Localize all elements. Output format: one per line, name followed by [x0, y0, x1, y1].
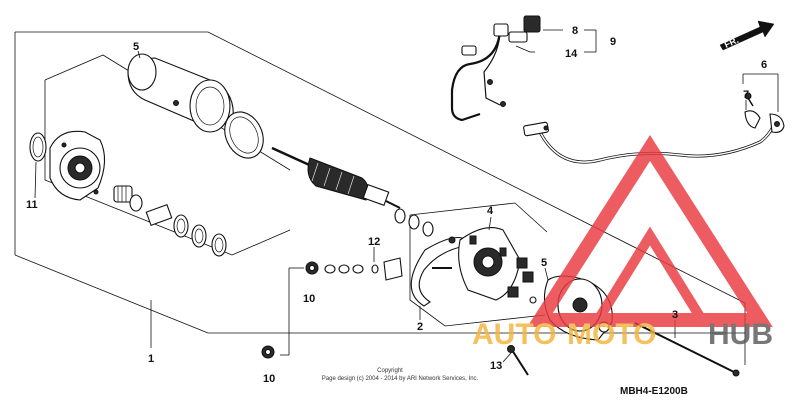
callout-10-lower: 10	[263, 373, 275, 385]
watermark-auto: AUTO	[472, 318, 556, 351]
callout-labels: 1 2 3 4 5 5 6 7 8 9 10 10 11 12 13 14	[26, 25, 767, 385]
callout-12: 12	[368, 236, 380, 248]
armature-washers	[394, 208, 434, 237]
callout-11: 11	[26, 199, 38, 211]
callout-5-cover: 5	[541, 257, 547, 269]
front-cover	[49, 130, 106, 201]
leader-lines	[34, 29, 779, 363]
diagram-code: MBH4-E1200B	[620, 386, 688, 397]
starter-yoke	[127, 53, 234, 133]
callout-3: 3	[672, 309, 678, 321]
callout-2: 2	[417, 321, 423, 333]
brush-insulator	[410, 236, 467, 307]
front-direction-arrow: FR.	[719, 20, 775, 51]
watermark-moto: MOTO	[567, 318, 656, 351]
callout-9: 9	[610, 36, 616, 48]
o-ring-11	[29, 132, 47, 162]
yoke-seal-ring	[224, 111, 264, 159]
callout-4: 4	[487, 205, 494, 217]
brush-group-frame	[409, 202, 548, 327]
ground-cable	[523, 92, 785, 164]
copyright-title: Copyright	[377, 368, 403, 374]
armature	[271, 146, 401, 209]
brushes	[507, 257, 537, 304]
callout-13: 13	[490, 360, 502, 372]
terminal-hardware	[261, 257, 403, 359]
callout-14: 14	[565, 48, 578, 60]
brush-holder	[432, 227, 521, 301]
starter-cable	[450, 15, 541, 122]
callout-10-upper: 10	[303, 293, 315, 305]
callout-5-yoke: 5	[133, 41, 139, 53]
callout-6: 6	[761, 59, 767, 71]
bearing-and-washers	[113, 185, 227, 257]
callout-8: 8	[572, 25, 578, 37]
watermark: AUTO MOTO HUB	[472, 135, 773, 351]
callout-1: 1	[148, 353, 154, 365]
callout-7: 7	[743, 89, 749, 101]
copyright-text: Page design (c) 2004 - 2014 by ARI Netwo…	[322, 376, 479, 382]
screw-13	[507, 345, 529, 376]
watermark-hub: HUB	[708, 318, 773, 351]
